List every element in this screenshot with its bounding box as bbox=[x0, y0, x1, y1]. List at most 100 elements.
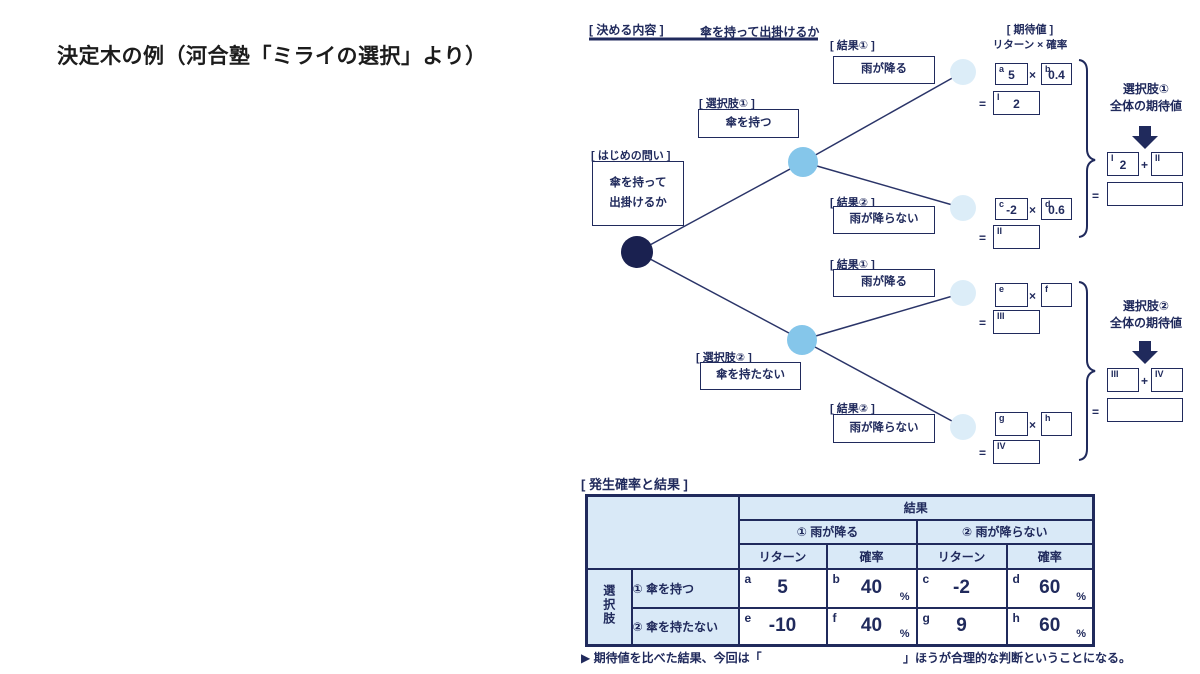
header-result: 結果 bbox=[737, 494, 1095, 521]
option2-text: 傘を持たない bbox=[716, 369, 785, 382]
sup-c: c bbox=[999, 199, 1005, 209]
b2-result2-label: [ 結果② ] bbox=[830, 403, 875, 415]
b2-total-title2: 全体の期待値 bbox=[1109, 316, 1182, 330]
first-question-line1: 傘を持って bbox=[609, 176, 667, 189]
cell-sup: g bbox=[922, 610, 930, 625]
equals-op: = bbox=[979, 446, 987, 460]
b1-total-result-box bbox=[1107, 182, 1183, 206]
brace-group2 bbox=[1078, 281, 1096, 461]
times-op: × bbox=[1029, 68, 1037, 82]
val-c: -2 bbox=[1006, 203, 1017, 217]
header-outcome2: ② 雨が降らない bbox=[915, 518, 1095, 545]
value-box-d: d 0.6 bbox=[1041, 198, 1072, 220]
option-node bbox=[787, 325, 817, 355]
decide-value: 傘を持って出掛けるか bbox=[700, 25, 820, 39]
plus-op: + bbox=[1141, 374, 1149, 388]
sup-I: I bbox=[1111, 153, 1114, 163]
header-return: リターン bbox=[737, 542, 828, 570]
tree-edge bbox=[801, 339, 964, 428]
chance-node-pale bbox=[950, 59, 976, 85]
val-d: 0.6 bbox=[1048, 203, 1065, 217]
cell-value: 5 bbox=[777, 577, 788, 598]
b2-result2-text: 雨が降らない bbox=[849, 421, 919, 434]
option-node bbox=[788, 147, 818, 177]
times-op: × bbox=[1029, 289, 1037, 303]
b1-result1-text: 雨が降る bbox=[861, 63, 907, 76]
down-arrow-icon bbox=[1132, 341, 1158, 364]
brace-group1 bbox=[1078, 59, 1096, 238]
value-box-e: e bbox=[995, 283, 1028, 307]
first-question-label: [ はじめの問い ] bbox=[591, 150, 671, 162]
sup-II: II bbox=[997, 226, 1003, 236]
b2-result1-box: 雨が降る bbox=[833, 269, 935, 297]
sum-box-I: I 2 bbox=[1107, 152, 1139, 176]
b2-result1-label: [ 結果① ] bbox=[830, 259, 875, 271]
tree-edge bbox=[802, 161, 964, 209]
cell-e: e-10 bbox=[737, 606, 828, 647]
equals-op: = bbox=[979, 97, 987, 111]
value-box-c: c -2 bbox=[995, 198, 1028, 220]
val-I: 2 bbox=[1013, 97, 1020, 111]
b2-total-value bbox=[1108, 399, 1182, 421]
footnote-post-text: 」ほうが合理的な判断ということになる。 bbox=[903, 651, 1132, 665]
cell-value: -10 bbox=[768, 615, 797, 637]
down-arrow-icon bbox=[1132, 126, 1158, 149]
cell-sup: a bbox=[744, 571, 752, 586]
sup-f: f bbox=[1045, 284, 1048, 294]
cell-sup: d bbox=[1012, 571, 1020, 586]
option1-label: [ 選択肢① ] bbox=[699, 98, 755, 110]
cell-unit: % bbox=[899, 590, 910, 603]
times-op: × bbox=[1029, 418, 1037, 432]
b1-total-value bbox=[1108, 183, 1182, 205]
sum-box-III: III bbox=[1107, 368, 1139, 392]
equals-op: = bbox=[1092, 405, 1100, 419]
value-box-f: f bbox=[1041, 283, 1072, 307]
value-box-a: a 5 bbox=[995, 63, 1028, 85]
row-group-text: 選択肢 bbox=[601, 584, 616, 627]
header-return: リターン bbox=[915, 542, 1008, 570]
option2-box: 傘を持たない bbox=[700, 362, 801, 390]
tree-edge bbox=[636, 161, 804, 253]
cell-value: 60 bbox=[1039, 577, 1061, 598]
option2-label: [ 選択肢② ] bbox=[696, 352, 752, 364]
value-box-III: III bbox=[993, 310, 1040, 334]
b2-total-result-box bbox=[1107, 398, 1183, 422]
first-question-box: 傘を持って 出掛けるか bbox=[592, 161, 684, 226]
times-op: × bbox=[1029, 203, 1037, 217]
header-outcome1: ① 雨が降る bbox=[737, 518, 918, 545]
value-box-II: II bbox=[993, 225, 1040, 249]
sup-h: h bbox=[1045, 413, 1051, 423]
sup-g: g bbox=[999, 413, 1005, 423]
root-node bbox=[621, 236, 653, 268]
value-box-I: I 2 bbox=[993, 91, 1040, 115]
footnote-right: 」ほうが合理的な判断ということになる。 bbox=[903, 649, 1131, 666]
cell-unit: % bbox=[899, 628, 910, 640]
chance-node-pale bbox=[950, 195, 976, 221]
sup-d: d bbox=[1045, 199, 1051, 209]
page-title: 決定木の例（河合塾「ミライの選択」より） bbox=[57, 45, 487, 68]
plus-op: + bbox=[1141, 158, 1149, 172]
sup-IV: IV bbox=[1155, 369, 1164, 379]
triangle-marker-icon: ▶ bbox=[581, 651, 591, 665]
cell-value: 40 bbox=[860, 577, 883, 598]
value-box-h: h bbox=[1041, 412, 1072, 436]
chance-node-pale bbox=[950, 414, 976, 440]
sup-b: b bbox=[1045, 64, 1051, 74]
equals-op: = bbox=[979, 231, 987, 245]
b1-result2-box: 雨が降らない bbox=[833, 206, 935, 234]
footnote-pre-text: 期待値を比べた結果、今回は「 bbox=[593, 651, 762, 665]
tree-edge bbox=[802, 71, 964, 163]
val-b: 0.4 bbox=[1048, 68, 1065, 82]
b1-total-title2: 全体の期待値 bbox=[1109, 99, 1182, 113]
table-section-label: [ 発生確率と結果 ] bbox=[581, 477, 688, 492]
b2-total-title1: 選択肢② bbox=[1122, 299, 1170, 313]
sup-I: I bbox=[997, 92, 1000, 102]
equals-op: = bbox=[1092, 189, 1100, 203]
b1-result1-box: 雨が降る bbox=[833, 56, 935, 84]
b2-result1-text: 雨が降る bbox=[861, 276, 907, 289]
